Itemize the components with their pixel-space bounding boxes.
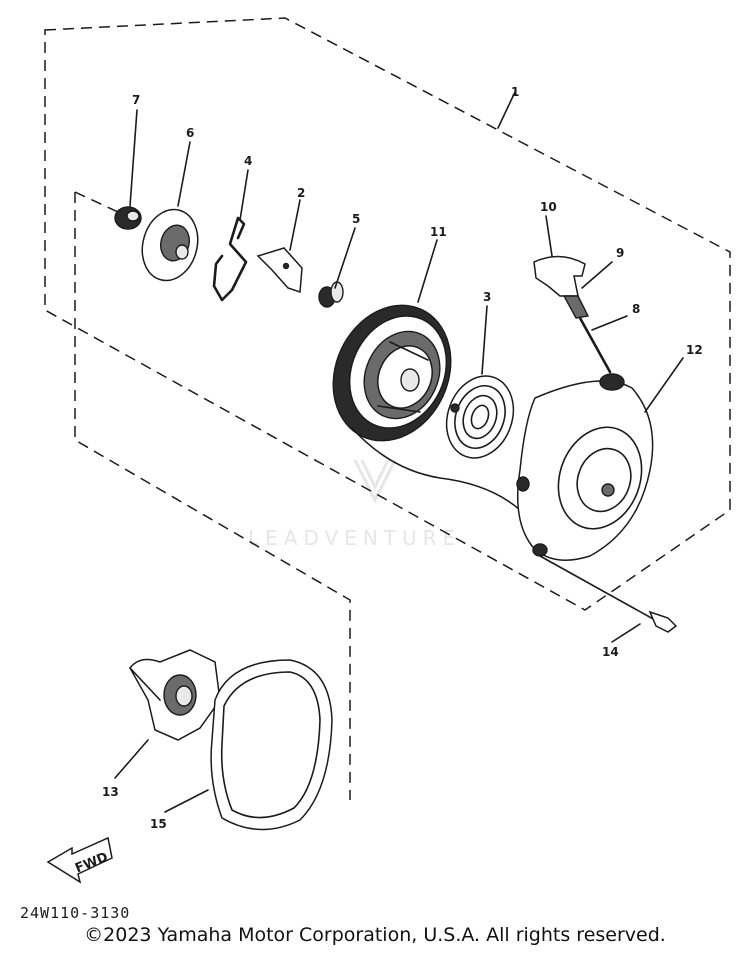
callout-7: 7 xyxy=(132,93,140,107)
forward-arrow: FWD xyxy=(46,836,113,884)
part-drive-plate xyxy=(141,208,199,282)
part-gasket xyxy=(210,659,333,831)
callout-15: 15 xyxy=(150,817,167,831)
part-bushing xyxy=(318,281,344,308)
part-pawl xyxy=(256,247,303,294)
part-spring xyxy=(212,216,248,302)
callout-3: 3 xyxy=(483,290,491,304)
callout-2: 2 xyxy=(297,186,305,200)
part-rope xyxy=(578,316,612,374)
callout-13: 13 xyxy=(102,785,119,799)
part-recoil-spring xyxy=(445,375,515,459)
callout-5: 5 xyxy=(352,212,360,226)
callout-14: 14 xyxy=(602,645,619,659)
callout-9: 9 xyxy=(616,246,624,260)
part-drive-pulley xyxy=(129,649,221,741)
part-nut xyxy=(114,206,142,230)
leader-lines xyxy=(114,91,684,813)
projection-line-mid xyxy=(74,191,119,213)
part-handle xyxy=(533,255,590,319)
callout-10: 10 xyxy=(540,200,557,214)
assembly-boundary xyxy=(44,17,731,611)
callout-1: 1 xyxy=(511,85,519,99)
watermark-text: LEADVENTURE xyxy=(248,526,461,550)
copyright-notice: ©2023 Yamaha Motor Corporation, U.S.A. A… xyxy=(84,924,666,946)
callout-8: 8 xyxy=(632,302,640,316)
callout-11: 11 xyxy=(430,225,447,239)
part-bolt xyxy=(539,555,678,633)
drawing-code: 24W110-3130 xyxy=(20,904,130,922)
projection-line-left xyxy=(74,192,351,800)
leadventure-watermark: LEADVENTURE xyxy=(248,459,461,550)
callout-6: 6 xyxy=(186,126,194,140)
part-rope-run xyxy=(351,427,535,537)
callouts: 1 2 3 4 5 6 7 8 9 10 11 12 13 14 15 xyxy=(102,85,703,831)
callout-12: 12 xyxy=(686,343,703,357)
callout-4: 4 xyxy=(244,154,252,168)
part-reel xyxy=(332,304,452,442)
part-starter-case xyxy=(516,373,654,561)
